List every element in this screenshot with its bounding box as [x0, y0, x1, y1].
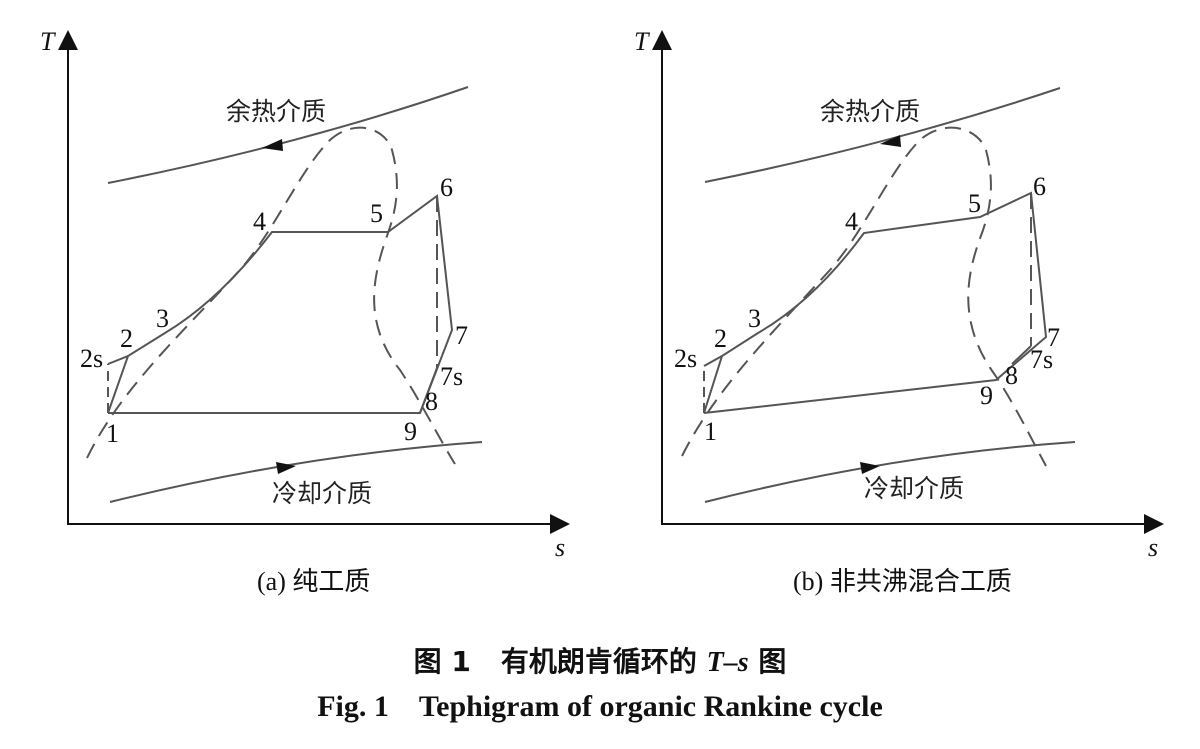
point-label-1: 1	[106, 419, 119, 448]
heat-source-curve	[107, 86, 469, 184]
subcaption-b: (b) 非共沸混合工质	[793, 567, 1012, 596]
point-label-7s: 7s	[440, 362, 463, 391]
point-label-2s: 2s	[80, 344, 103, 373]
point-label-4: 4	[845, 207, 858, 236]
y-axis-label: T	[634, 27, 650, 56]
saturation-dome	[681, 126, 1047, 467]
point-label-7: 7	[1047, 323, 1060, 352]
point-label-2: 2	[120, 324, 133, 353]
heat-source-label: 余热介质	[820, 97, 920, 126]
cooling-curve	[109, 441, 483, 503]
x-axis-label: s	[1148, 533, 1158, 562]
point-label-5: 5	[370, 199, 383, 228]
panel-b: T s 余热介质 冷却介质 1 2s 2 3 4 5 6 7 7s 8 9 (b…	[634, 27, 1164, 596]
cooling-label: 冷却介质	[272, 479, 372, 508]
panel-a: T s 余热介质 冷却介质 1 2s 2 3 4 5 6 7 7s 8 9 (a…	[40, 27, 570, 596]
cycle-path	[703, 191, 1048, 414]
cycle-path	[107, 194, 454, 414]
saturation-dome	[86, 126, 456, 465]
heat-source-curve	[704, 87, 1061, 183]
expansion-7s	[1011, 345, 1032, 365]
point-label-6: 6	[1033, 172, 1046, 201]
point-label-2s: 2s	[674, 344, 697, 373]
point-label-1: 1	[704, 417, 717, 446]
y-axis-label: T	[40, 27, 56, 56]
heat-source-arrow	[880, 135, 901, 147]
cooling-curve	[704, 441, 1076, 503]
cooling-label: 冷却介质	[864, 474, 964, 503]
expansion-7s	[419, 367, 438, 414]
point-label-9: 9	[404, 417, 417, 446]
caption-cn-tail: 图	[758, 645, 787, 678]
caption-cn-fig: 图 1	[413, 645, 471, 678]
point-label-7: 7	[455, 321, 468, 350]
pump-segment-2s	[703, 355, 723, 367]
point-label-3: 3	[748, 304, 761, 333]
cooling-arrow	[276, 462, 296, 474]
heat-source-label: 余热介质	[226, 97, 326, 126]
point-label-8: 8	[425, 387, 438, 416]
point-label-9: 9	[980, 381, 993, 410]
caption-cn-text: 有机朗肯循环的	[500, 645, 697, 678]
cooling-arrow	[860, 462, 880, 474]
point-label-8: 8	[1005, 361, 1018, 390]
x-axis-label: s	[555, 533, 565, 562]
point-label-6: 6	[440, 173, 453, 202]
point-label-2: 2	[714, 324, 727, 353]
point-label-3: 3	[156, 304, 169, 333]
caption-en-fig: Fig. 1	[317, 690, 389, 723]
heat-source-arrow	[262, 139, 283, 151]
caption-en-text: Tephigram of organic Rankine cycle	[418, 690, 883, 723]
point-label-5: 5	[968, 189, 981, 218]
point-label-7s: 7s	[1030, 345, 1053, 374]
pump-segment-2s	[107, 355, 129, 365]
point-label-4: 4	[253, 207, 266, 236]
subcaption-a: (a) 纯工质	[257, 567, 370, 596]
figure-caption-cn: 图 1 有机朗肯循环的 T–s 图	[0, 640, 1200, 680]
caption-cn-ts: T–s	[706, 647, 749, 678]
figure-caption-en: Fig. 1 Tephigram of organic Rankine cycle	[0, 690, 1200, 724]
